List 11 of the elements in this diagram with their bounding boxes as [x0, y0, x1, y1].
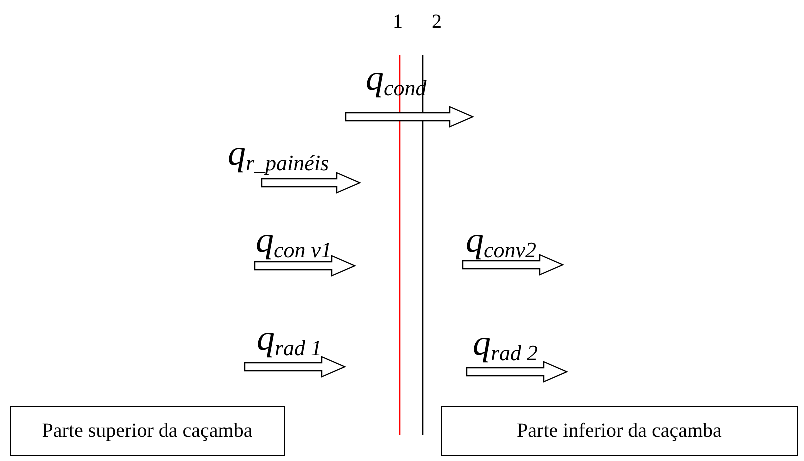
part-label: Parte superior da caçamba [42, 420, 253, 442]
heat-flux-label: q$_{rad 2}$ [473, 325, 538, 364]
surface-number: 1 [393, 12, 403, 32]
heat-flux-label: q$_{rad 1}$ [257, 320, 322, 360]
part-box [441, 406, 798, 456]
heat-flux-label: q$_{con v1}$ [256, 222, 332, 262]
part-box [10, 406, 285, 456]
surface-number: 2 [432, 12, 442, 32]
part-label: Parte inferior da caçamba [517, 420, 722, 442]
heat-flux-label: q$_{r_painéis}$ [228, 135, 330, 174]
heat-flux-label: q$_{conv2}$ [466, 222, 537, 262]
